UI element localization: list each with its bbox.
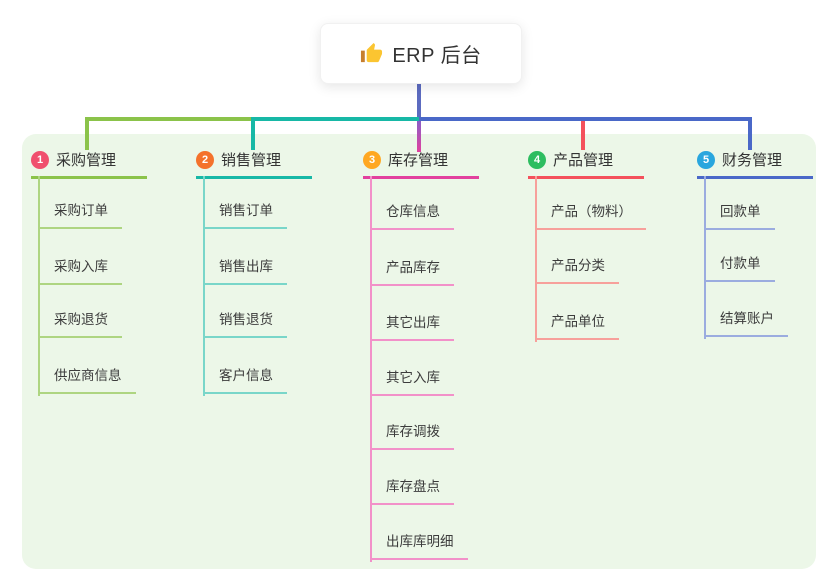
- child-node[interactable]: 仓库信息: [370, 203, 454, 230]
- child-node[interactable]: 产品分类: [535, 257, 619, 284]
- branches-panel: [22, 134, 816, 569]
- child-node[interactable]: 结算账户: [704, 310, 788, 337]
- branch-number-badge: 3: [363, 150, 381, 169]
- root-title: ERP 后台: [392, 45, 482, 67]
- connector-bus-left: [85, 117, 253, 121]
- branch-label: 采购管理: [56, 152, 117, 169]
- branch-rail-1: [38, 176, 40, 396]
- thumbs-up-icon: [360, 42, 383, 65]
- branch-rail-3: [370, 176, 372, 562]
- child-node[interactable]: 供应商信息: [38, 367, 136, 394]
- child-node[interactable]: 回款单: [704, 203, 775, 230]
- child-node[interactable]: 产品库存: [370, 259, 454, 286]
- branch-label: 销售管理: [221, 152, 282, 169]
- child-node[interactable]: 付款单: [704, 255, 775, 282]
- branch-number-badge: 1: [31, 150, 49, 169]
- branch-label: 库存管理: [388, 152, 449, 169]
- branch-node-1[interactable]: 1 采购管理: [31, 149, 147, 179]
- branch-label: 产品管理: [553, 152, 614, 169]
- connector-drop-4: [581, 121, 585, 150]
- branch-rail-4: [535, 176, 537, 342]
- child-node[interactable]: 产品（物料）: [535, 203, 646, 230]
- child-node[interactable]: 客户信息: [203, 367, 287, 394]
- branch-node-4[interactable]: 4 产品管理: [528, 149, 644, 179]
- child-node[interactable]: 采购退货: [38, 311, 122, 338]
- child-node[interactable]: 库存调拨: [370, 423, 454, 450]
- child-node[interactable]: 采购入库: [38, 258, 122, 285]
- connector-root-vertical: [417, 81, 421, 117]
- root-node[interactable]: ERP 后台: [320, 23, 522, 84]
- child-node[interactable]: 采购订单: [38, 202, 122, 229]
- connector-drop-1: [85, 117, 89, 150]
- child-node[interactable]: 销售订单: [203, 202, 287, 229]
- branch-number-badge: 4: [528, 150, 546, 169]
- child-node[interactable]: 库存盘点: [370, 478, 454, 505]
- branch-rail-5: [704, 176, 706, 339]
- connector-drop-5: [748, 117, 752, 150]
- branch-node-5[interactable]: 5 财务管理: [697, 149, 813, 179]
- child-node[interactable]: 其它入库: [370, 369, 454, 396]
- branch-number-badge: 5: [697, 150, 715, 169]
- branch-label: 财务管理: [722, 152, 783, 169]
- child-node[interactable]: 其它出库: [370, 314, 454, 341]
- branch-node-3[interactable]: 3 库存管理: [363, 149, 479, 179]
- connector-drop-2: [251, 117, 255, 150]
- connector-bus-right: [419, 117, 752, 121]
- child-node[interactable]: 销售出库: [203, 258, 287, 285]
- connector-bus-mid: [251, 117, 421, 121]
- child-node[interactable]: 销售退货: [203, 311, 287, 338]
- branch-rail-2: [203, 176, 205, 396]
- child-node[interactable]: 产品单位: [535, 313, 619, 340]
- connector-drop-3: [417, 121, 421, 152]
- branch-node-2[interactable]: 2 销售管理: [196, 149, 312, 179]
- child-node[interactable]: 出库库明细: [370, 533, 468, 560]
- branch-number-badge: 2: [196, 150, 214, 169]
